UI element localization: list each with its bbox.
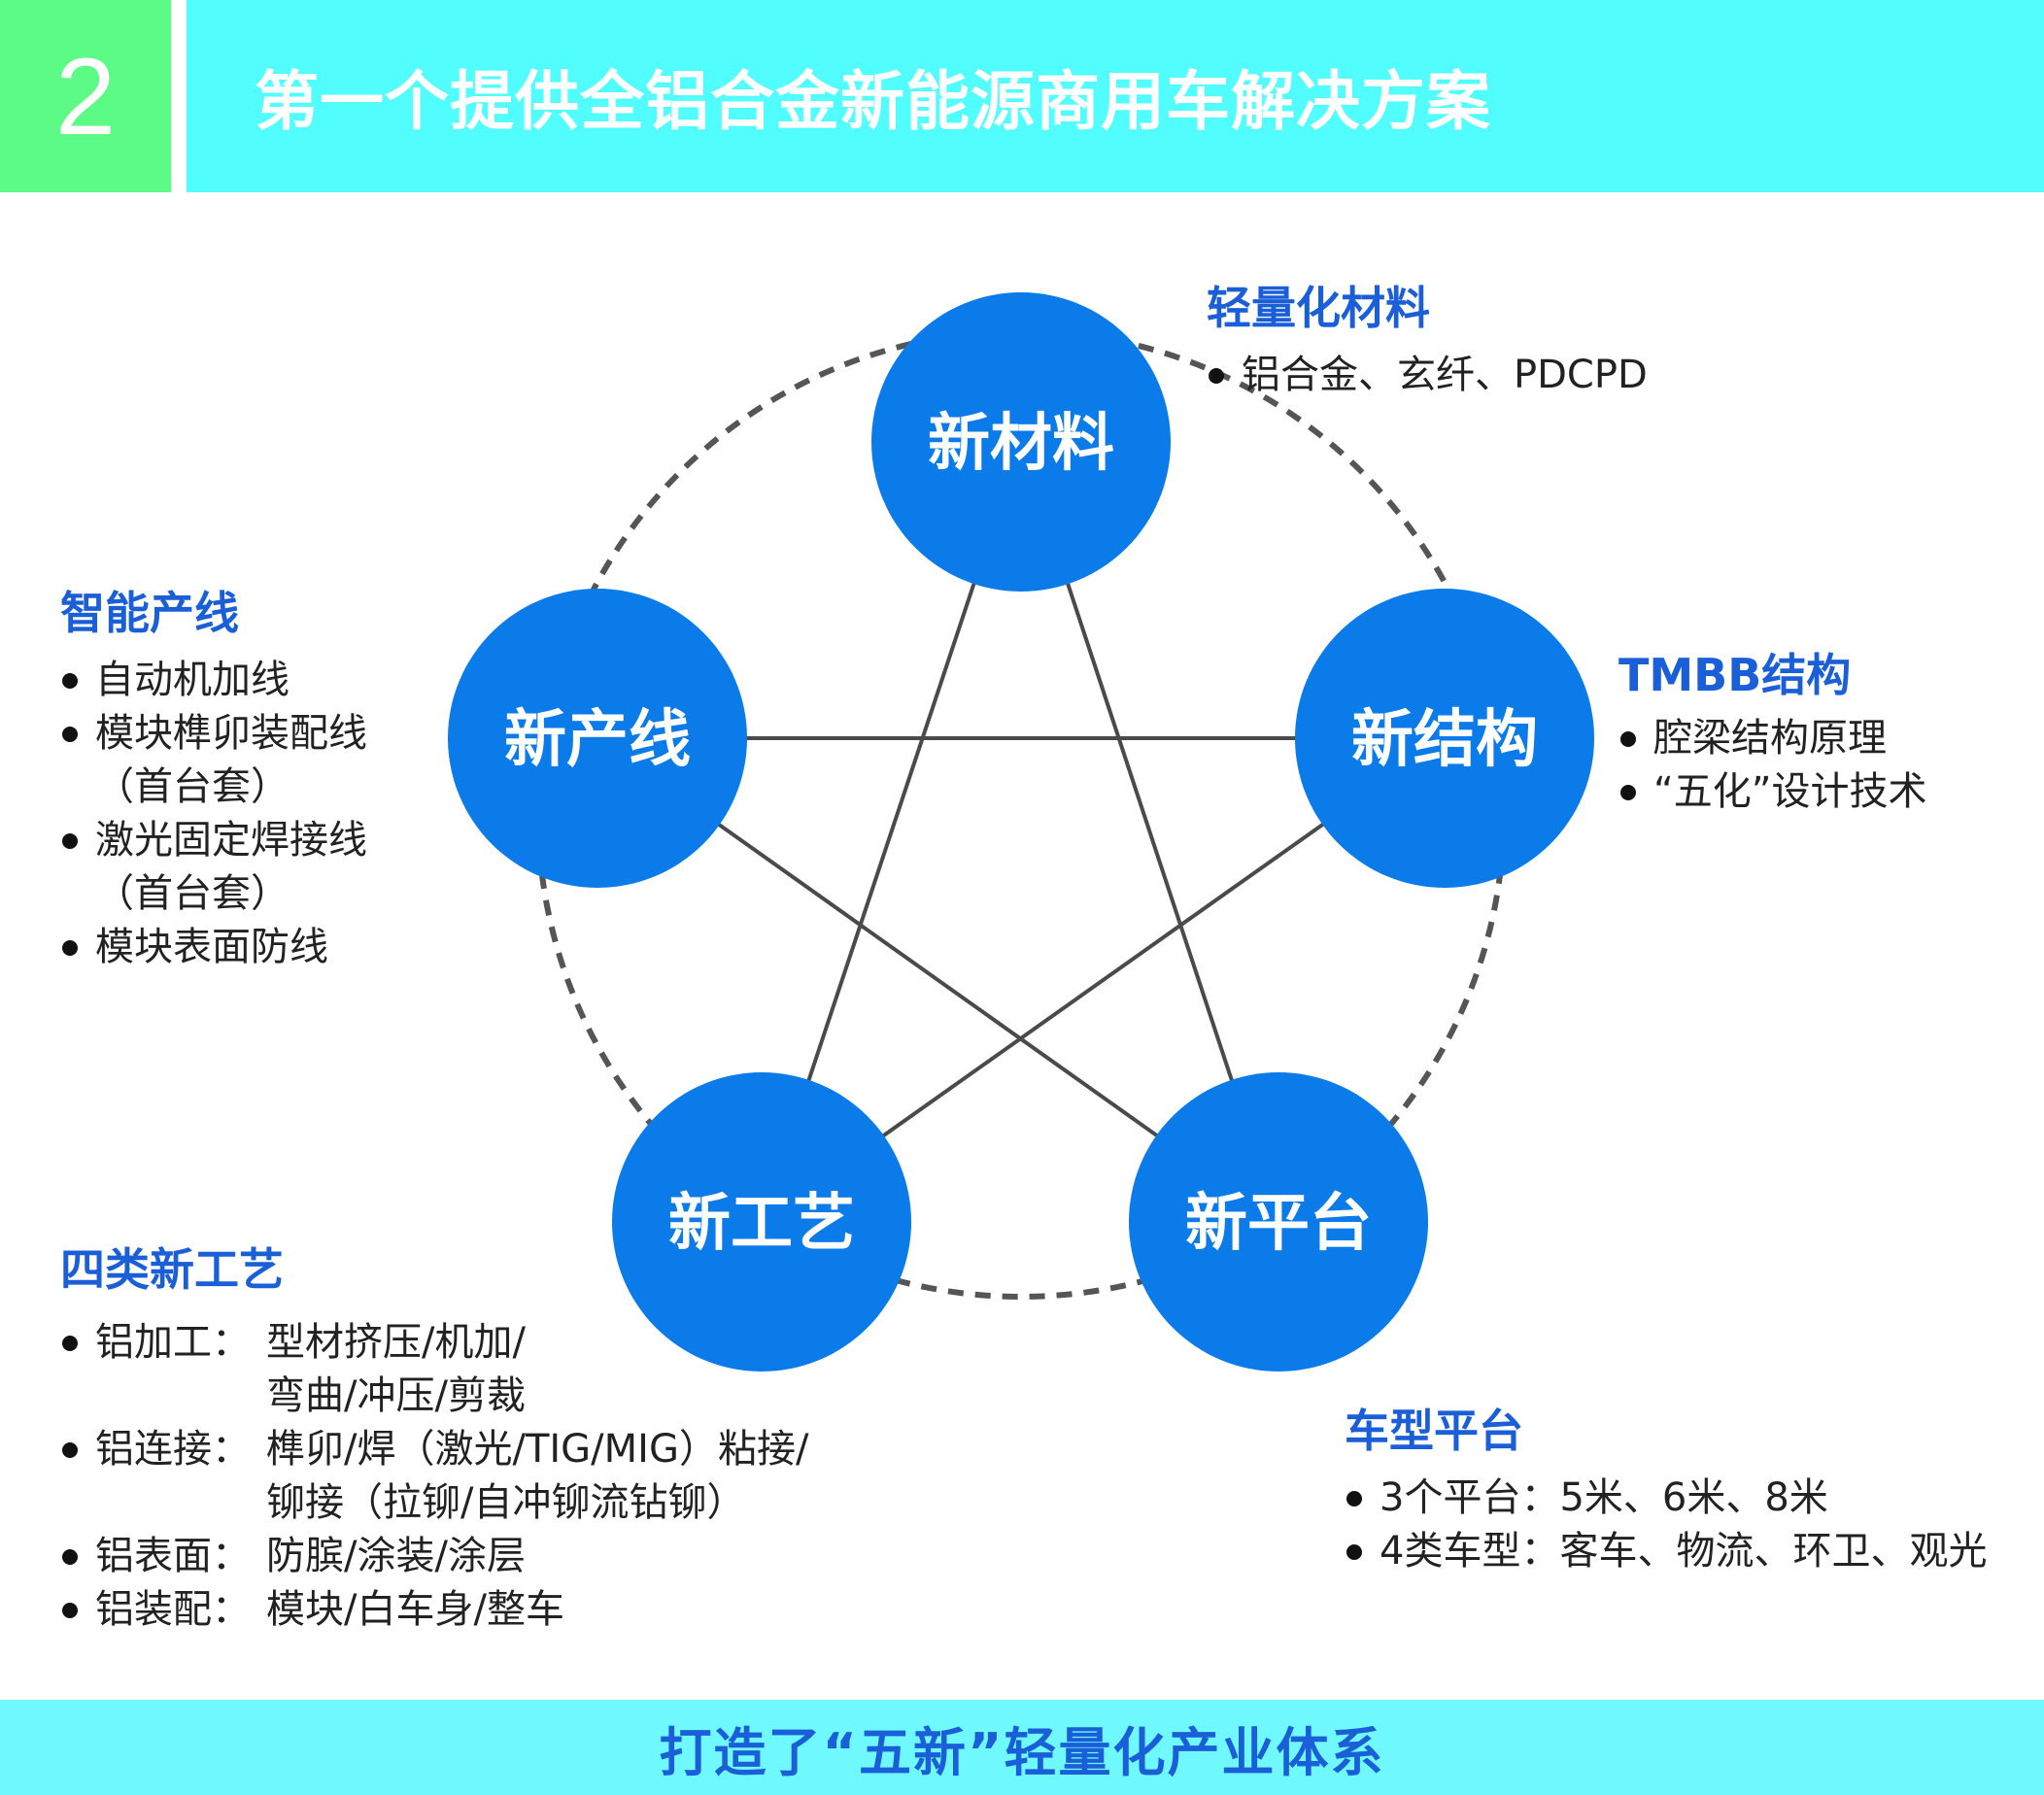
node-material: 新材料 [871,292,1171,592]
list-item: “五化”设计技术 [1618,765,1926,819]
group-platform: 车型平台 3个平台：5米、6米、8米 4类车型：客车、物流、环卫、观光 [1345,1405,1987,1578]
list-item: 铝表面： 防膑/涂装/涂层 [60,1530,808,1583]
list-item: 铝装配： 模块/白车身/整车 [60,1583,808,1637]
list-item: 激光固定焊接线 [60,814,367,867]
list-item: 3个平台：5米、6米、8米 [1345,1472,1987,1525]
list-item: 腔梁结构原理 [1618,712,1926,765]
group-platform-list: 3个平台：5米、6米、8米 4类车型：客车、物流、环卫、观光 [1345,1472,1987,1578]
process-key: 铝装配： [95,1587,251,1633]
node-platform-label: 新平台 [1185,1188,1372,1260]
group-process-title: 四类新工艺 [60,1243,284,1296]
list-item: 4类车型：客车、物流、环卫、观光 [1345,1525,1987,1578]
process-value: 型材挤压/机加/弯曲/冲压/剪裁 [266,1320,526,1419]
list-item-continuation: （首台套） [95,764,290,810]
list-item: 铝连接： 榫卯/焊（激光/TIG/MIG）粘接/铆接（拉铆/自冲铆流钻铆） [60,1423,808,1530]
group-material-list: 铝合金、玄纤、PDCPD [1207,349,1648,402]
group-platform-title: 车型平台 [1345,1405,1523,1457]
node-line-label: 新产线 [504,704,691,776]
list-item-continuation: （首台套） [95,871,290,917]
node-structure: 新结构 [1295,589,1594,888]
group-structure-list: 腔梁结构原理 “五化”设计技术 [1618,712,1926,819]
node-platform: 新平台 [1129,1072,1428,1372]
list-item: 自动机加线 [60,654,367,707]
list-item: 铝加工： 型材挤压/机加/弯曲/冲压/剪裁 [60,1316,808,1423]
node-process: 新工艺 [612,1072,911,1372]
page-title: 第一个提供全铝合金新能源商用车解决方案 [255,64,1491,139]
node-structure-label: 新结构 [1351,704,1538,776]
title-bar: 第一个提供全铝合金新能源商用车解决方案 [187,0,2044,192]
section-number: 2 [0,0,171,192]
process-value: 模块/白车身/整车 [266,1587,564,1633]
process-value: 榫卯/焊（激光/TIG/MIG）粘接/铆接（拉铆/自冲铆流钻铆） [266,1427,809,1526]
node-process-label: 新工艺 [668,1188,855,1260]
process-key: 铝加工： [95,1320,251,1366]
group-material-title: 轻量化材料 [1207,282,1430,334]
list-item: 模块表面防线 [60,921,367,974]
group-structure-title: TMBB结构 [1618,649,1852,701]
list-item: 铝合金、玄纤、PDCPD [1207,349,1648,402]
process-key: 铝表面： [95,1534,251,1579]
group-line-list: 自动机加线 模块榫卯装配线 （首台套） 激光固定焊接线 （首台套） 模块表面防线 [60,654,367,974]
group-line-title: 智能产线 [60,587,239,639]
process-key: 铝连接： [95,1427,251,1473]
node-line: 新产线 [448,589,747,888]
group-process-list: 铝加工： 型材挤压/机加/弯曲/冲压/剪裁 铝连接： 榫卯/焊（激光/TIG/MIG… [60,1316,808,1637]
process-value: 防膑/涂装/涂层 [266,1534,526,1579]
group-structure: TMBB结构 腔梁结构原理 “五化”设计技术 [1618,649,1926,819]
footer-text: 打造了“五新”轻量化产业体系 [659,1721,1385,1783]
group-line: 智能产线 自动机加线 模块榫卯装配线 （首台套） 激光固定焊接线 （首台套） 模… [60,587,367,974]
list-item: 模块榫卯装配线 [60,707,367,761]
group-process: 四类新工艺 铝加工： 型材挤压/机加/弯曲/冲压/剪裁 铝连接： 榫卯/焊（激光/T… [60,1243,808,1637]
node-material-label: 新材料 [928,408,1114,480]
group-material: 轻量化材料 铝合金、玄纤、PDCPD [1207,282,1648,402]
footer-bar: 打造了“五新”轻量化产业体系 [0,1700,2044,1795]
